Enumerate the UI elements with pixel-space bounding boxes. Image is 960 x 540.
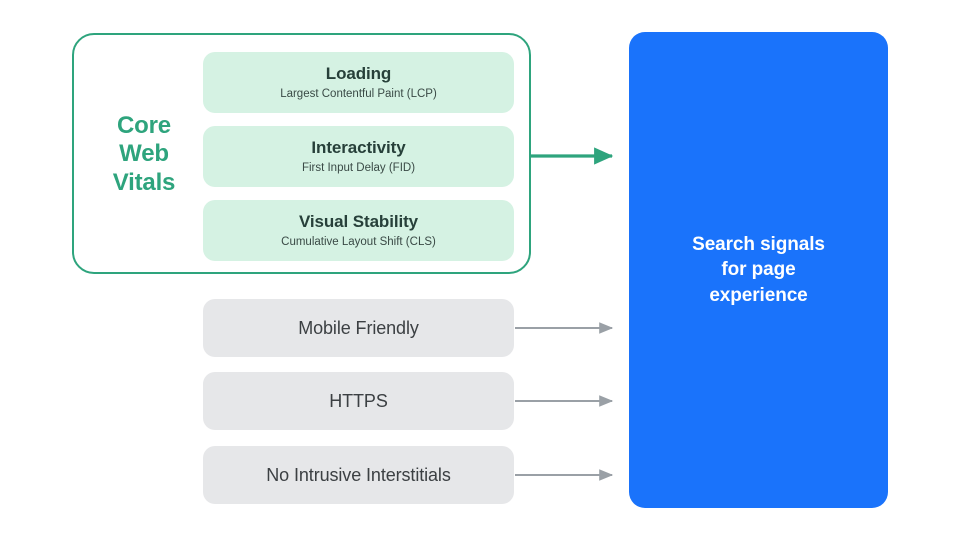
search-signals-panel[interactable]: Search signals for page experience [629, 32, 888, 508]
search-signals-line-1: Search signals [692, 233, 825, 255]
signal-label: No Intrusive Interstitials [266, 464, 451, 485]
metric-title: Loading [325, 64, 392, 84]
core-web-vitals-group-label: Core Web Vitals [96, 112, 192, 197]
signal-card-mobile-friendly[interactable]: Mobile Friendly [203, 299, 514, 357]
core-web-vitals-label-line-2: Web [119, 140, 169, 168]
signal-card-no-intrusive-interstitials[interactable]: No Intrusive Interstitials [203, 446, 514, 504]
metric-title: Visual Stability [298, 212, 419, 232]
signal-label: Mobile Friendly [298, 317, 419, 338]
signal-card-https[interactable]: HTTPS [203, 372, 514, 430]
metric-subtitle: Largest Contentful Paint (LCP) [280, 87, 437, 100]
core-web-vitals-label-line-3: Vitals [112, 168, 176, 196]
search-signals-line-3: experience [709, 284, 808, 306]
signal-label: HTTPS [329, 390, 388, 411]
metric-title: Interactivity [311, 138, 406, 158]
search-signals-panel-label: Search signals for page experience [674, 232, 843, 309]
metric-subtitle: Cumulative Layout Shift (CLS) [281, 235, 436, 248]
metric-card-loading[interactable]: Loading Largest Contentful Paint (LCP) [203, 52, 514, 113]
metric-card-interactivity[interactable]: Interactivity First Input Delay (FID) [203, 126, 514, 187]
metric-card-visual-stability[interactable]: Visual Stability Cumulative Layout Shift… [203, 200, 514, 261]
search-signals-line-2: for page [721, 259, 796, 281]
core-web-vitals-label-line-1: Core [117, 112, 171, 139]
metric-subtitle: First Input Delay (FID) [301, 161, 416, 174]
